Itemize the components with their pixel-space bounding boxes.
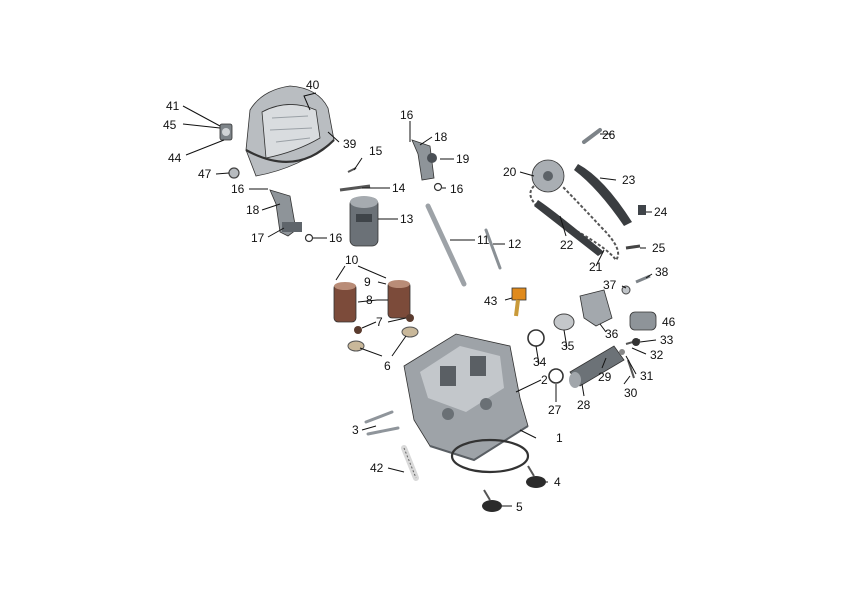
leader-lines — [182, 92, 657, 507]
seal-7-right-part — [406, 314, 414, 322]
cylinder-head-part — [403, 333, 529, 462]
cam-sprocket-part — [531, 159, 565, 193]
label-39: 39 — [343, 137, 357, 151]
label-15: 15 — [369, 144, 383, 158]
label-23: 23 — [622, 173, 636, 187]
head-gasket-part — [450, 438, 530, 474]
clip-16-right-part — [433, 182, 443, 192]
label-16-d: 16 — [450, 182, 464, 196]
washer-47-part — [228, 167, 240, 179]
label-3: 3 — [352, 423, 359, 437]
label-13: 13 — [400, 212, 414, 226]
small-shaft-part — [484, 228, 502, 270]
label-46: 46 — [662, 315, 676, 329]
label-16-c: 16 — [400, 108, 414, 122]
label-47: 47 — [198, 167, 212, 181]
cap-46-part — [629, 311, 657, 331]
valve-5-part — [482, 489, 502, 512]
label-34: 34 — [533, 355, 547, 369]
label-8: 8 — [366, 293, 373, 307]
label-19: 19 — [456, 152, 470, 166]
label-38: 38 — [655, 265, 669, 279]
washer-6-left-part — [347, 340, 365, 352]
clip-16-left-part — [304, 233, 314, 243]
washer-31-part — [619, 349, 625, 355]
label-43: 43 — [484, 294, 498, 308]
spring-30-part — [627, 359, 635, 379]
bolt-26-part — [582, 128, 602, 144]
label-11: 11 — [477, 233, 490, 247]
camshaft-part — [349, 196, 379, 247]
label-21: 21 — [589, 260, 603, 274]
washer-6-right-part — [401, 326, 419, 338]
label-22: 22 — [560, 238, 574, 252]
long-shaft-part — [425, 203, 467, 287]
label-26: 26 — [602, 128, 616, 142]
label-29: 29 — [598, 370, 612, 384]
label-45: 45 — [163, 118, 177, 132]
cover-bolt-part — [219, 123, 233, 141]
label-40: 40 — [306, 78, 320, 92]
tensioner-plunger-part — [569, 345, 625, 388]
label-5: 5 — [516, 500, 523, 514]
cam-pin-part — [339, 184, 371, 192]
valve-4-part — [526, 465, 546, 488]
seal-7-left-part — [354, 326, 362, 334]
label-41: 41 — [166, 99, 180, 113]
valve-cover-part — [245, 85, 335, 177]
label-33: 33 — [660, 333, 674, 347]
nut-33-part — [632, 338, 640, 346]
stud-3-part — [364, 410, 400, 436]
label-25: 25 — [652, 241, 666, 255]
label-31: 31 — [640, 369, 654, 383]
label-1: 1 — [556, 431, 563, 445]
label-27: 27 — [548, 403, 562, 417]
label-37: 37 — [603, 278, 617, 292]
washer-37-part — [621, 285, 631, 295]
part-number-labels: 41 45 44 47 40 39 16 18 17 16 15 14 13 1… — [163, 78, 676, 514]
temperature-sensor-part — [511, 287, 527, 317]
o-ring-27-part — [548, 368, 564, 384]
label-35: 35 — [561, 339, 575, 353]
label-18-a: 18 — [246, 203, 260, 217]
label-18-b: 18 — [434, 130, 448, 144]
tensioner-blade-part — [574, 164, 632, 226]
label-20: 20 — [503, 165, 517, 179]
label-6: 6 — [384, 359, 391, 373]
bolt-24-part — [638, 205, 646, 215]
label-16-a: 16 — [231, 182, 245, 196]
label-42: 42 — [370, 461, 384, 475]
label-16-b: 16 — [329, 231, 343, 245]
label-7: 7 — [376, 315, 383, 329]
rocker-arm-right-part — [411, 139, 437, 181]
label-14: 14 — [392, 181, 406, 195]
label-2: 2 — [541, 373, 548, 387]
o-ring-34-part — [527, 329, 545, 347]
label-36: 36 — [605, 327, 619, 341]
label-12: 12 — [508, 237, 522, 251]
label-30: 30 — [624, 386, 638, 400]
valve-springs-part — [333, 280, 411, 323]
label-10: 10 — [345, 253, 359, 267]
label-28: 28 — [577, 398, 591, 412]
label-24: 24 — [654, 205, 668, 219]
gasket-35-part — [553, 313, 575, 331]
label-44: 44 — [168, 151, 182, 165]
tensioner-housing-part — [579, 289, 613, 327]
guide-bolt-25-part — [625, 244, 641, 250]
chain-guide-part — [534, 200, 604, 256]
label-4: 4 — [554, 475, 561, 489]
label-32: 32 — [650, 348, 664, 362]
label-9: 9 — [364, 275, 371, 289]
label-17: 17 — [251, 231, 265, 245]
rocker-arm-left-part — [269, 189, 302, 237]
